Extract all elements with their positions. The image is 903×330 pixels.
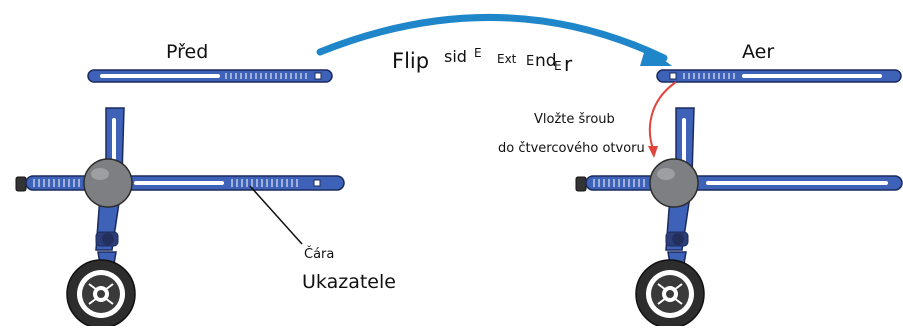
before-wheel xyxy=(66,259,136,329)
after-knob xyxy=(649,158,699,208)
after-label: Aer xyxy=(742,41,774,63)
insert-arrow xyxy=(648,81,677,153)
instruction-line1: Vložte šroub xyxy=(534,112,615,127)
pointer-label-line2: Ukazatele xyxy=(302,271,396,293)
flip-text-1: Flip xyxy=(392,49,429,73)
after-horizontal-bar xyxy=(575,175,903,192)
before-knob xyxy=(83,158,133,208)
flip-arrow xyxy=(316,14,668,62)
flip-text-7: E xyxy=(554,59,562,73)
flip-text-3: E xyxy=(474,46,482,60)
after-extender-bar xyxy=(656,69,902,83)
flip-text-4: Ext xyxy=(497,52,517,66)
before-extender-bar xyxy=(87,69,333,83)
after-wheel xyxy=(635,259,705,329)
before-horizontal-bar xyxy=(15,175,345,192)
flip-arrow-head xyxy=(640,46,672,66)
flip-text-6: nd xyxy=(535,51,557,71)
flip-text-2: sid xyxy=(444,47,467,66)
flip-text-5: E xyxy=(526,54,534,69)
flip-side-extender-label: Flip sid E Ext E nd E r xyxy=(392,46,573,76)
pointer-line xyxy=(249,185,303,245)
insert-arrow-head xyxy=(648,146,658,158)
flip-text-8: r xyxy=(564,52,573,76)
pointer-label-line1: Čára xyxy=(304,246,334,262)
instruction-line2: do čtvercového otvoru xyxy=(498,141,645,156)
before-label: Před xyxy=(166,41,208,63)
